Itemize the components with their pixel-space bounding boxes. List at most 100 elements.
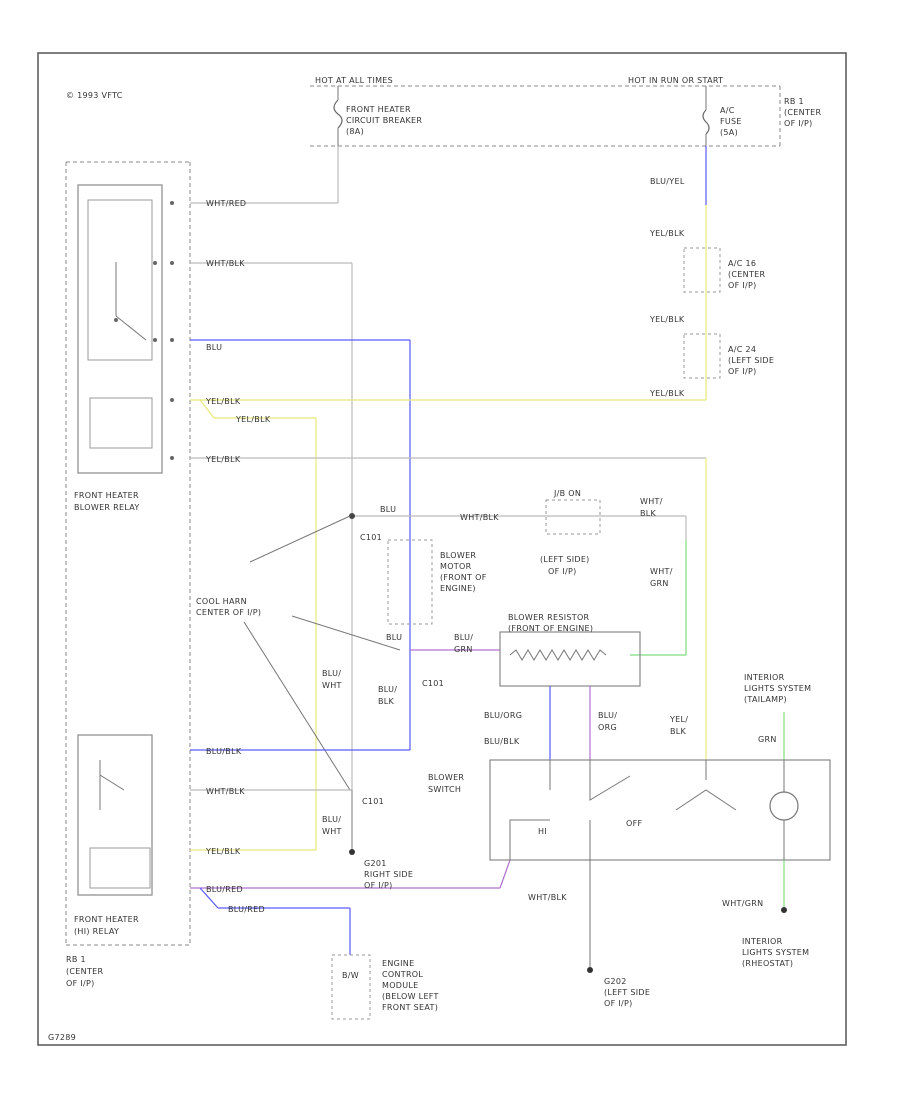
relay-top-wires: WHT/RED WHT/BLK BLU YEL/BLK YEL/BLK YEL/… xyxy=(153,146,707,850)
rb1-bot-3: OF I/P) xyxy=(66,979,95,988)
resistor-label-2: (FRONT OF ENGINE) xyxy=(508,624,593,633)
ecm-4: (BELOW LEFT xyxy=(382,992,439,1001)
hot-in-run-label: HOT IN RUN OR START xyxy=(628,76,723,85)
mid-blu-wht-2: WHT xyxy=(322,681,342,690)
yel-blk-label-1: YEL/BLK xyxy=(649,229,685,238)
cool-harn-1: COOL HARN xyxy=(196,597,247,606)
left-side-label-1: (LEFT SIDE) xyxy=(540,555,590,564)
bot-wire-blu-red-2: BLU/RED xyxy=(228,905,265,914)
relay-bot-name-1: FRONT HEATER xyxy=(74,915,139,924)
blower-switch-2: SWITCH xyxy=(428,785,461,794)
g202-1: G202 xyxy=(604,977,627,986)
lower-blu-org: BLU/ORG xyxy=(484,711,522,720)
wire-wht-red: WHT/RED xyxy=(206,199,246,208)
blower-motor-box xyxy=(387,539,433,625)
bot-c101: C101 xyxy=(362,797,384,806)
blower-motor-1: BLOWER xyxy=(440,551,476,560)
mid-c101-top: C101 xyxy=(360,533,382,542)
blower-resistor-box xyxy=(499,631,641,687)
interior-top-2: LIGHTS SYSTEM xyxy=(744,684,811,693)
front-heater-blower-relay: FRONT HEATER BLOWER RELAY xyxy=(74,184,163,512)
relay-top-name-1: FRONT HEATER xyxy=(74,491,139,500)
blower-motor-3: (FRONT OF xyxy=(440,573,487,582)
g202-3: OF I/P) xyxy=(604,999,633,1008)
ac-fuse-label-2: FUSE xyxy=(720,117,742,126)
yel-blk-label-3: YEL/BLK xyxy=(649,389,685,398)
relay-top-name-2: BLOWER RELAY xyxy=(74,503,140,512)
lower-yel-blk-1: YEL/ xyxy=(669,715,688,724)
copyright-label: © 1993 VFTC xyxy=(66,91,123,100)
mid-blu-wht-1: BLU/ xyxy=(322,669,341,678)
lower-blu-org2-1: BLU/ xyxy=(598,711,617,720)
blower-motor-2: MOTOR xyxy=(440,562,472,571)
ac16-label-1: A/C 16 xyxy=(728,259,756,268)
lower-blu-org2-2: ORG xyxy=(598,723,617,732)
relay-bottom-wires: BLU/BLK WHT/BLK YEL/BLK BLU/RED BLU/RED … xyxy=(190,747,809,1020)
diagram-frame xyxy=(37,52,847,1046)
wire-yel-blk-2: YEL/BLK xyxy=(205,455,241,464)
bot-blu-wht-1: BLU/ xyxy=(322,815,341,824)
wire-yel-blk-1: YEL/BLK xyxy=(205,397,241,406)
wht-grn-2: GRN xyxy=(650,579,669,588)
wire-yel-blk-branch: YEL/BLK xyxy=(235,415,271,424)
breaker-label-1: FRONT HEATER xyxy=(346,105,411,114)
ac24-label-2: (LEFT SIDE xyxy=(728,356,774,365)
g202-2: (LEFT SIDE xyxy=(604,988,650,997)
ecm-5: FRONT SEAT) xyxy=(382,1003,438,1012)
wire-wht-blk: WHT/BLK xyxy=(206,259,245,268)
yel-blk-label-2: YEL/BLK xyxy=(649,315,685,324)
interior-top-1: INTERIOR xyxy=(744,673,785,682)
cool-harn-2: CENTER OF I/P) xyxy=(196,608,261,617)
wire-blu: BLU xyxy=(206,343,222,352)
wht-blk-r-1: WHT/ xyxy=(640,497,663,506)
lower-yel-blk-2: BLK xyxy=(670,727,687,736)
ac-fuse-label-1: A/C xyxy=(720,106,735,115)
blower-switch-box xyxy=(489,759,831,861)
rb1-bot-1: RB 1 xyxy=(66,955,86,964)
front-heater-hi-relay: FRONT HEATER (HI) RELAY RB 1 (CENTER OF … xyxy=(66,734,153,988)
left-side-label-2: OF I/P) xyxy=(548,567,577,576)
bot-wire-wht-blk: WHT/BLK xyxy=(206,787,245,796)
switch-off: OFF xyxy=(626,819,642,828)
mid-blu-blk-2: BLK xyxy=(378,697,395,706)
ecm-pin: B/W xyxy=(342,971,359,980)
ac16-label-2: (CENTER xyxy=(728,270,765,279)
wht-grn-1: WHT/ xyxy=(650,567,673,576)
breaker-label-2: CIRCUIT BREAKER xyxy=(346,116,422,125)
middle-wiring: BLU WHT/BLK C101 J/B ON (LEFT SIDE) OF I… xyxy=(196,489,687,791)
rb1-top-label-2: (CENTER xyxy=(784,108,821,117)
g201-1: G201 xyxy=(364,859,387,868)
interior-bot-2: LIGHTS SYSTEM xyxy=(742,948,809,957)
g201-2: RIGHT SIDE xyxy=(364,870,413,879)
relay-bot-name-2: (HI) RELAY xyxy=(74,927,119,936)
interior-bot-3: (RHEOSTAT) xyxy=(742,959,793,968)
interior-bot-1: INTERIOR xyxy=(742,937,783,946)
figure-id: G7289 xyxy=(48,1033,76,1042)
switch-hi: HI xyxy=(538,827,547,836)
ecm-1: ENGINE xyxy=(382,959,414,968)
mid-blu-blk-1: BLU/ xyxy=(378,685,397,694)
lower-blu-blk: BLU/BLK xyxy=(484,737,520,746)
bot-wht-blk: WHT/BLK xyxy=(528,893,567,902)
mid-c101: C101 xyxy=(422,679,444,688)
bot-wire-yel-blk: YEL/BLK xyxy=(205,847,241,856)
ac24-label-3: OF I/P) xyxy=(728,367,757,376)
resistor-label-1: BLOWER RESISTOR xyxy=(508,613,590,622)
ecm-3: MODULE xyxy=(382,981,419,990)
lower-wiring: BLU/ORG BLU/BLK BLU/ ORG YEL/ BLK INTERI… xyxy=(428,673,831,861)
blower-motor-4: ENGINE) xyxy=(440,584,476,593)
bot-wht-grn: WHT/GRN xyxy=(722,899,763,908)
jb-label: J/B ON xyxy=(553,489,581,498)
ecm-2: CONTROL xyxy=(382,970,423,979)
mid-blu-1: BLU xyxy=(386,633,402,642)
g201-3: OF I/P) xyxy=(364,881,393,890)
blower-switch-1: BLOWER xyxy=(428,773,464,782)
ecm-box xyxy=(331,954,371,1020)
rb1-top-label-3: OF I/P) xyxy=(784,119,813,128)
rb1-top-label-1: RB 1 xyxy=(784,97,804,106)
ac24-label-1: A/C 24 xyxy=(728,345,756,354)
interior-top-3: (TAILAMP) xyxy=(744,695,787,704)
rb1-bot-2: (CENTER xyxy=(66,967,103,976)
bot-wire-blu-red: BLU/RED xyxy=(206,885,243,894)
